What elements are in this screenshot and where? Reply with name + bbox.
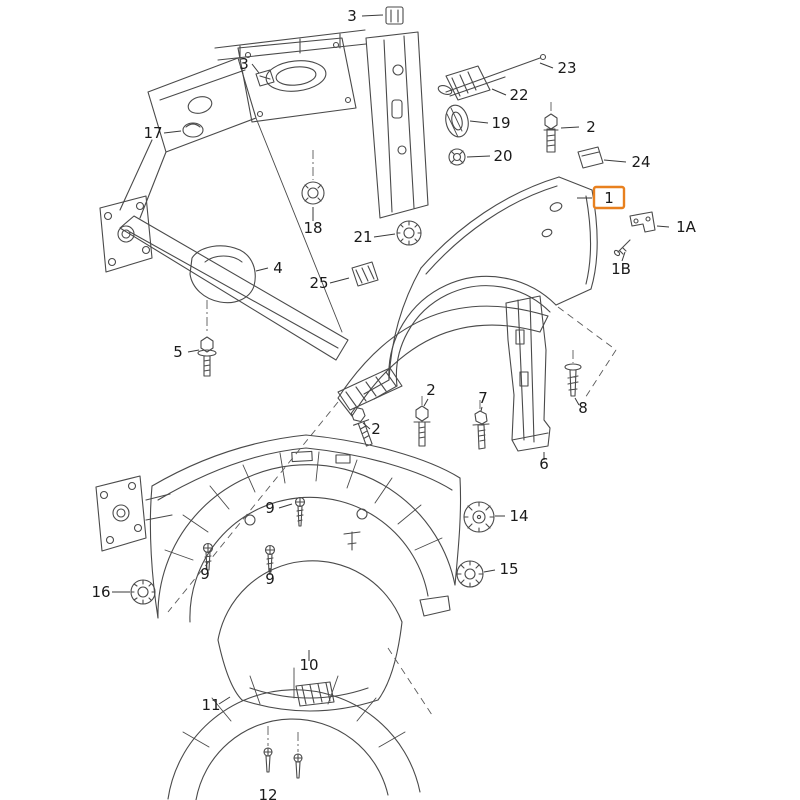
center-lines [206,102,574,752]
sill-bracket [337,367,403,411]
callout-labels: 3 3 23 22 17 19 2 20 24 1 18 1A 21 1B 4 … [91,7,696,800]
callout-1B[interactable]: 1B [611,260,631,278]
screw-part-12-a [263,747,273,773]
bolt-part-5 [197,336,217,377]
bolt-part-2-mid [413,405,431,447]
callout-7[interactable]: 7 [478,389,488,407]
grommet-part-19 [445,104,469,138]
screw-part-12-b [293,753,303,779]
housing-inner-arch [189,496,429,623]
callout-17[interactable]: 17 [143,124,162,142]
callout-8[interactable]: 8 [578,399,588,417]
rod-part-23 [445,57,541,97]
mount-plate [99,195,153,273]
construction-lines [167,306,617,716]
callout-1A[interactable]: 1A [676,218,697,236]
callout-23[interactable]: 23 [557,59,576,77]
strut-tower-panel [237,37,357,123]
bracket-part-1A [629,211,656,233]
support-part-6 [505,295,551,452]
lock-carrier-small-parts [351,53,547,287]
radiator-support-member [365,31,429,219]
liner-bracket [295,681,335,707]
diagram-line-art [95,6,656,800]
clip-lower [343,531,361,551]
callout-2-top[interactable]: 2 [586,118,596,136]
bolt-part-7 [472,410,490,450]
nut-part-20 [448,148,466,166]
screw-part-9-top [294,496,306,527]
callout-16[interactable]: 16 [91,583,110,601]
callout-18[interactable]: 18 [303,219,322,237]
callout-3-upper-left[interactable]: 3 [239,55,249,73]
fender-wheel-arch [388,275,557,387]
bolt-part-2-left [350,406,373,447]
callout-11[interactable]: 11 [201,696,220,714]
cap-part-17 [182,122,204,138]
callout-15[interactable]: 15 [499,560,518,578]
callout-2-mid[interactable]: 2 [426,381,436,399]
mount-plate-lower [95,475,147,552]
wheel-house-extension [337,305,549,417]
fender-front-edge [558,176,598,290]
callout-25[interactable]: 25 [309,274,328,292]
fender-rear-edge [388,267,422,381]
screw-part-1B [617,239,631,255]
bracket-part-4 [189,245,256,304]
callout-20[interactable]: 20 [493,147,512,165]
housing-outer-arch [157,464,456,619]
rivet-part-8 [564,363,582,397]
fender-top-edge [420,176,560,275]
grommet-part-14 [463,501,495,533]
callout-19[interactable]: 19 [491,114,510,132]
fender-assembly [337,146,656,452]
pad-part-25 [351,261,379,287]
screw-part-9-mid [264,544,276,573]
grommet-part-15 [456,560,484,588]
bolt-part-2-top [543,113,559,153]
clip-part-3-top [385,6,404,25]
wheel-housing-liner-lower [167,667,421,800]
callout-21[interactable]: 21 [353,228,372,246]
callout-2-left[interactable]: 2 [371,420,381,438]
grommet-part-18 [301,181,325,205]
bracket-part-22 [445,65,491,101]
housing-top-contour [151,434,461,501]
callout-3-top[interactable]: 3 [347,7,357,25]
callout-12[interactable]: 12 [258,786,277,800]
screw-part-9-left [202,542,214,571]
callout-22[interactable]: 22 [509,86,528,104]
callout-5[interactable]: 5 [173,343,183,361]
callout-4[interactable]: 4 [273,259,283,277]
clip-part-3-left [255,69,275,87]
callout-1-selected[interactable]: 1 [604,189,614,207]
front-structure [99,6,429,361]
callout-9-left[interactable]: 9 [200,565,210,583]
grommet-part-16 [130,579,156,605]
callout-9-top[interactable]: 9 [265,499,275,517]
callout-9-mid[interactable]: 9 [265,570,275,588]
callout-14[interactable]: 14 [509,507,528,525]
liner-part-10 [217,560,403,712]
leader-lines [112,14,670,705]
callout-10[interactable]: 10 [299,656,318,674]
fasteners [197,113,582,450]
selected-part-highlight [592,185,626,210]
lower-liner-inner-arch [195,718,389,800]
wheel-housing-upper [95,434,495,712]
callout-6[interactable]: 6 [539,455,549,473]
lower-liner-outer-arch [167,689,421,800]
callout-24[interactable]: 24 [631,153,650,171]
clip-part-24 [577,146,604,169]
lower-cross-rail [119,215,349,361]
